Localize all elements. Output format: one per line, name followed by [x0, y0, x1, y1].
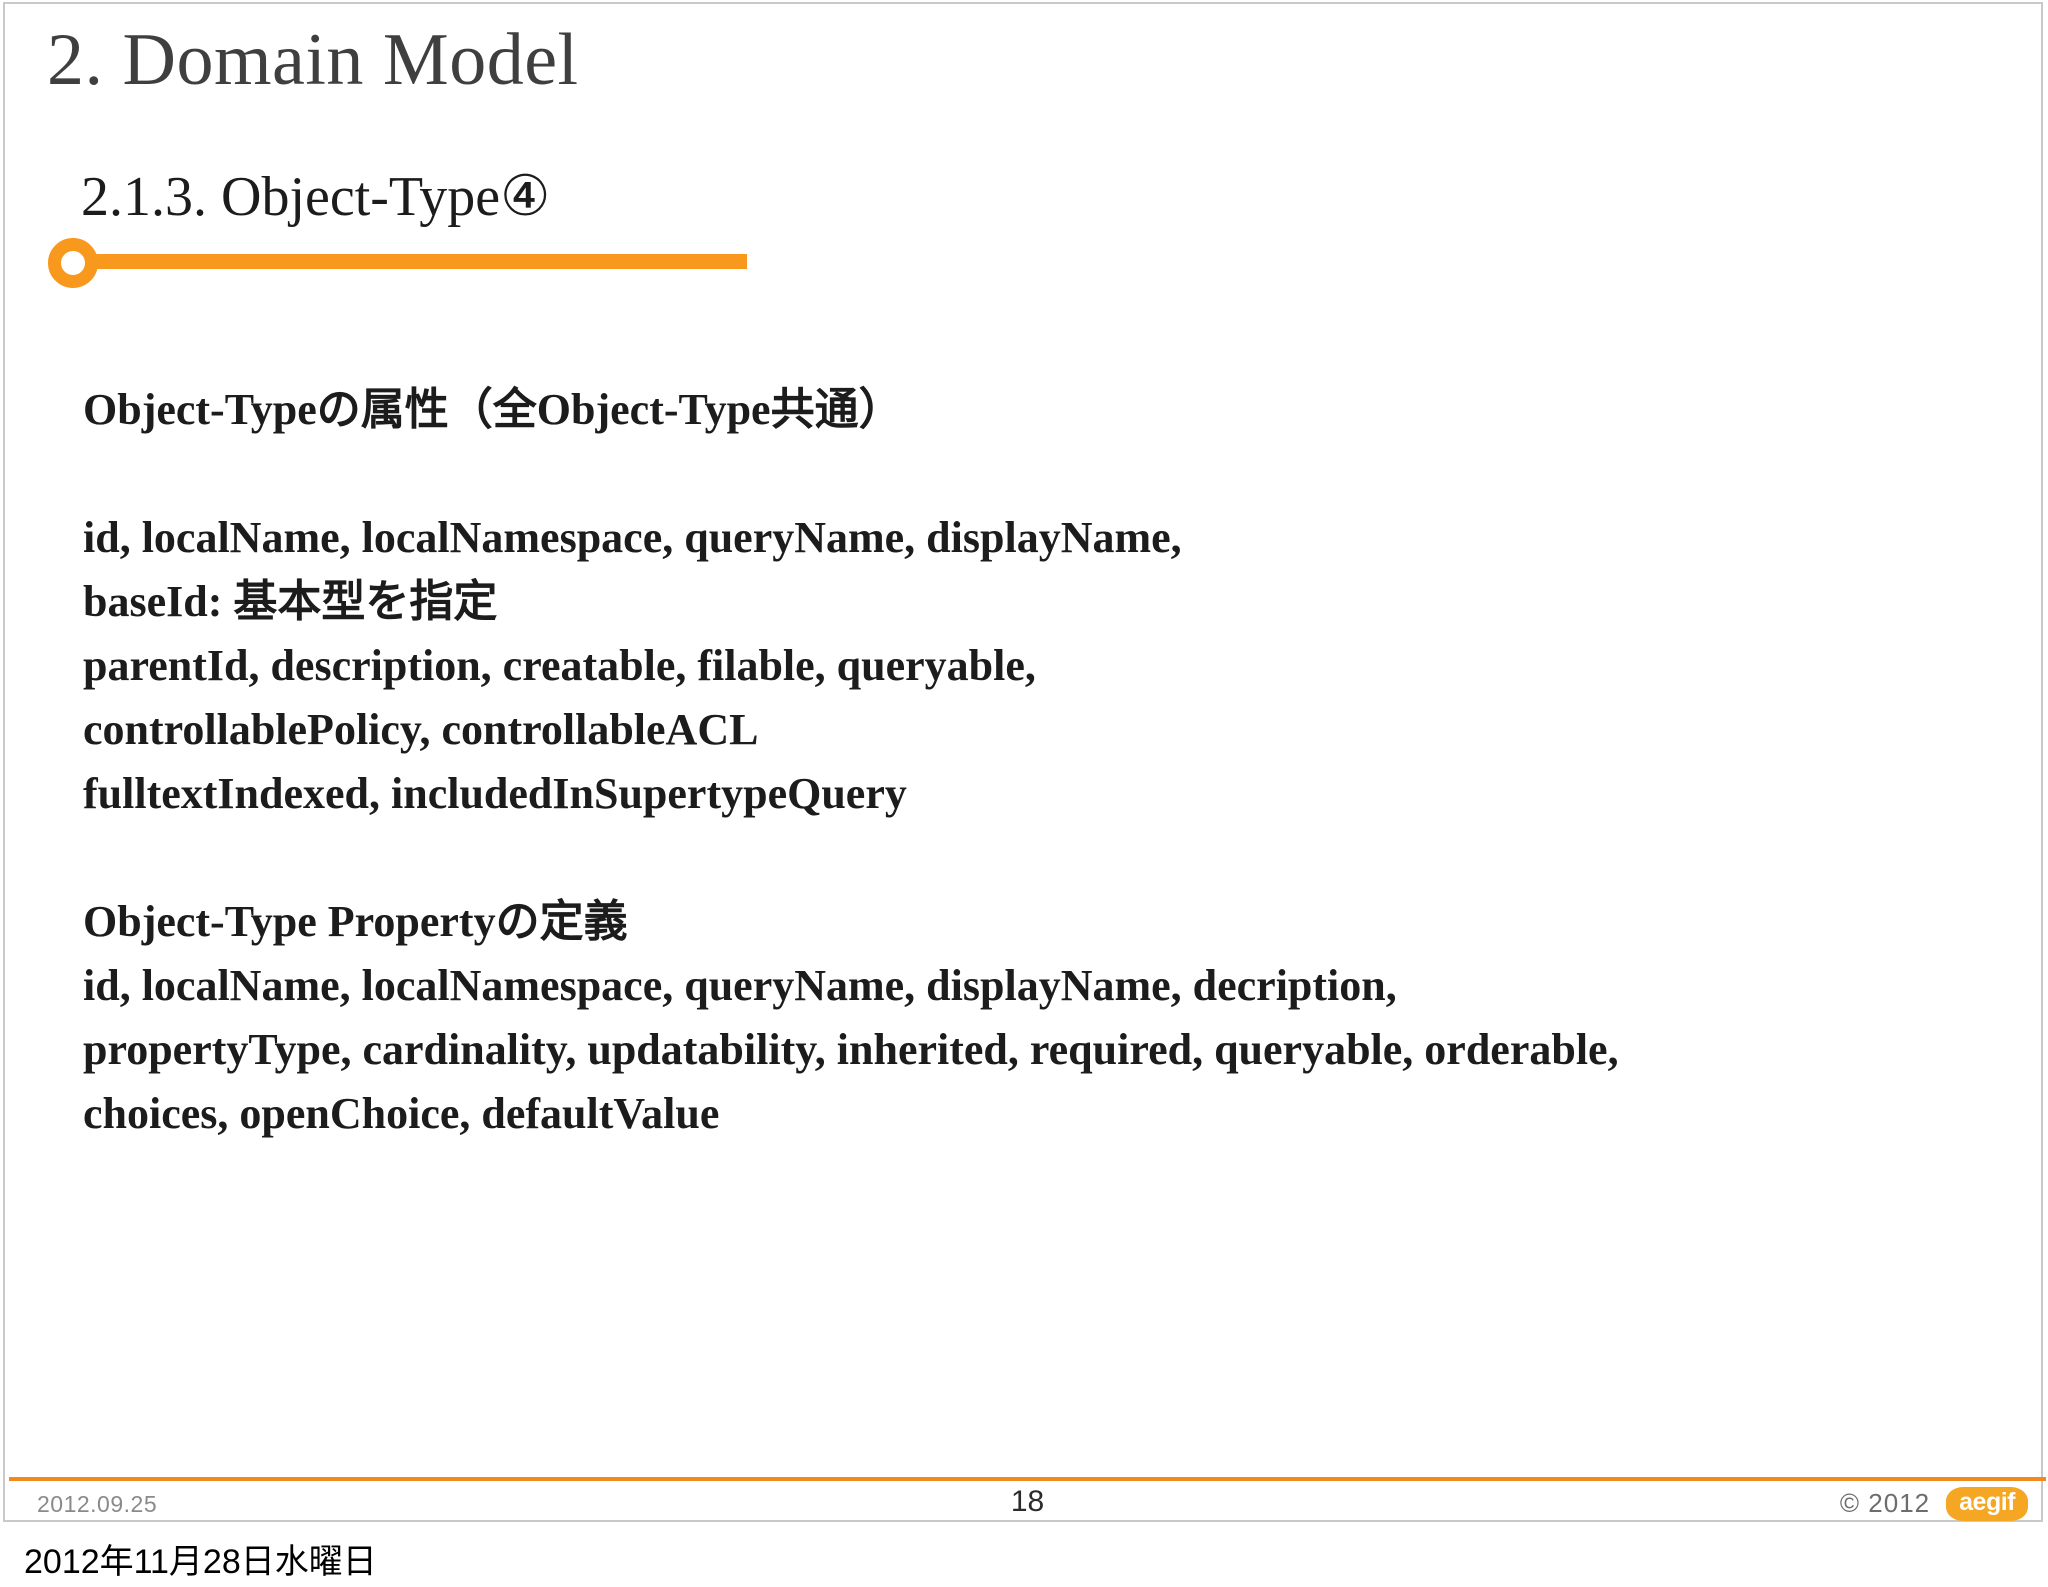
copyright-text: © 2012: [1839, 1488, 1931, 1519]
body-line-spacer: [83, 826, 1983, 890]
body-line: baseId: 基本型を指定: [83, 577, 498, 626]
body-line: choices, openChoice, defaultValue: [83, 1089, 720, 1138]
body-line: id, localName, localNamespace, queryName…: [83, 961, 1397, 1010]
footer-right-group: © 2012 aegif: [1840, 1487, 2028, 1521]
footer-date: 2012.09.25: [37, 1491, 158, 1517]
footer-page-number: 18: [1010, 1485, 1045, 1518]
accent-ring-icon: [48, 238, 98, 288]
body-line: id, localName, localNamespace, queryName…: [83, 513, 1182, 562]
body-line: Object-Typeの属性（全Object-Type共通）: [83, 385, 903, 434]
slide-footer: 2012.09.25 18 © 2012 aegif: [9, 1481, 2046, 1524]
footer-divider: [9, 1477, 2046, 1481]
body-line: fulltextIndexed, includedInSupertypeQuer…: [83, 769, 907, 818]
body-line: Object-Type Propertyの定義: [83, 897, 628, 946]
slide-body: Object-Typeの属性（全Object-Type共通） id, local…: [83, 378, 1983, 1146]
body-line: controllablePolicy, controllableACL: [83, 705, 759, 754]
aegif-logo: aegif: [1946, 1487, 2028, 1521]
accent-bar: [83, 254, 747, 269]
slide-canvas: 2. Domain Model 2.1.3. Object-Type④ Obje…: [3, 2, 2046, 1524]
print-date-caption: 2012年11月28日水曜日: [24, 1543, 377, 1581]
page-title: 2. Domain Model: [47, 19, 579, 101]
body-line: propertyType, cardinality, updatability,…: [83, 1025, 1619, 1074]
slide-subtitle: 2.1.3. Object-Type④: [81, 166, 551, 228]
body-line: parentId, description, creatable, filabl…: [83, 641, 1036, 690]
body-line-spacer: [83, 442, 1983, 506]
